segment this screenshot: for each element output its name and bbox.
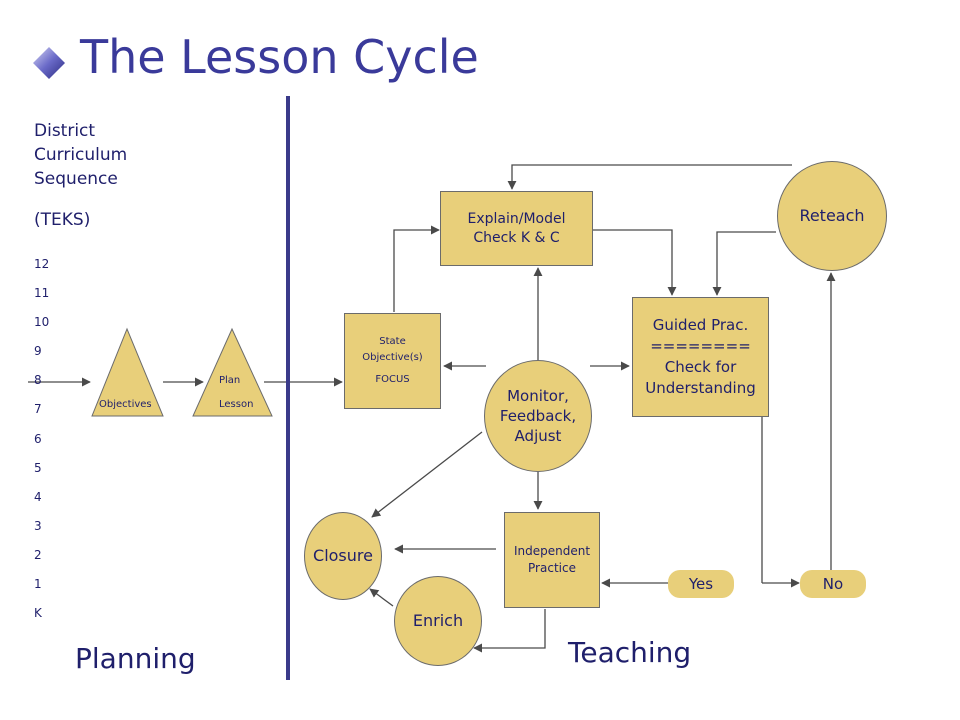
no-label: No (800, 570, 866, 598)
grade-12: 12 (34, 257, 50, 271)
planning-label: Planning (75, 642, 196, 675)
arrow-independent-to-enrich (473, 609, 546, 653)
independent-practice-box: Independent Practice (504, 512, 600, 608)
page-title: The Lesson Cycle (80, 30, 479, 84)
enrich-circle: Enrich (394, 576, 482, 666)
grade-10: 10 (34, 315, 50, 330)
plan-label: Plan (219, 375, 241, 386)
closure-circle: Closure (304, 512, 382, 600)
arrow-explain-to-guided (593, 229, 677, 296)
grade-2: 2 (34, 547, 42, 562)
teks-label: (TEKS) (34, 210, 91, 230)
grade-11: 11 (34, 286, 50, 301)
arrow-reteach-to-explain (507, 164, 792, 190)
grade-6: 6 (34, 431, 42, 446)
grade-9: 9 (34, 344, 42, 359)
diamond-bullet-icon (33, 47, 65, 79)
grade-3: 3 (34, 518, 42, 533)
guided-practice-box: Guided Prac. ======== Check for Understa… (632, 297, 769, 417)
reteach-circle: Reteach (777, 161, 887, 271)
objectives-label: Objectives (99, 399, 152, 410)
plan-lesson-triangle (192, 327, 273, 417)
grade-7: 7 (34, 402, 42, 417)
grade-8: 8 (34, 373, 42, 388)
monitor-feedback-adjust-circle: Monitor, Feedback, Adjust (484, 360, 592, 472)
teaching-label: Teaching (568, 636, 692, 669)
arrow-monitor-to-closure (371, 431, 483, 518)
arrow-reteach-to-guided (712, 231, 776, 296)
state-objectives-box: State Objective(s) FOCUS (344, 313, 441, 409)
grade-4: 4 (34, 489, 42, 504)
arrow-state-to-explain (393, 225, 440, 312)
grade-5: 5 (34, 460, 42, 475)
arrow-enrich-to-closure (369, 588, 394, 607)
objectives-triangle (91, 327, 164, 417)
explain-model-box: Explain/Model Check K & C (440, 191, 593, 266)
district-curriculum-sequence: District Curriculum Sequence (34, 121, 128, 189)
lesson-label: Lesson (219, 399, 254, 410)
grade-level-list: 12 11 10 9 8 7 6 5 4 3 2 1 K (34, 254, 49, 632)
grade-1: 1 (34, 577, 42, 592)
yes-label: Yes (668, 570, 734, 598)
grade-k: K (34, 606, 42, 621)
